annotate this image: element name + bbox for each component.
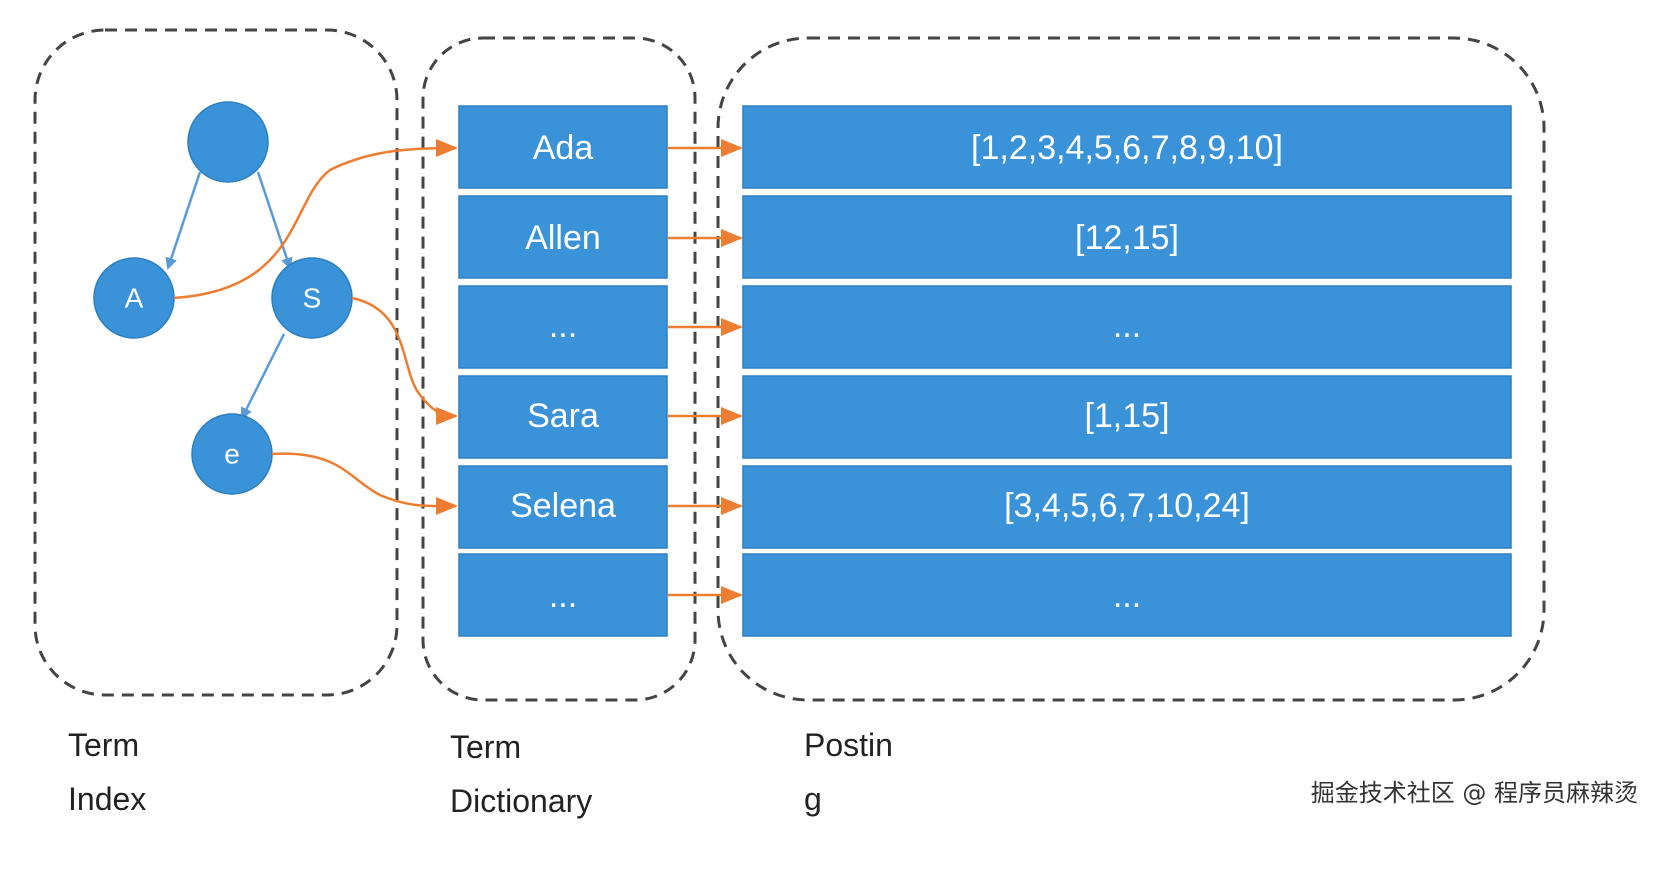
tree-edge-root-a xyxy=(165,171,202,270)
dictionary-entry: Allen xyxy=(458,195,668,279)
dictionary-entry: ... xyxy=(458,285,668,369)
dictionary-term: Allen xyxy=(525,219,601,257)
dictionary-term: Selena xyxy=(510,487,616,525)
posting-list: [1,2,3,4,5,6,7,8,9,10] xyxy=(971,129,1283,167)
tree-node-s: S xyxy=(271,257,353,339)
term-index-caption-line2: Index xyxy=(68,781,147,817)
posting-list: [1,15] xyxy=(1084,397,1169,435)
tree-edge-s-e xyxy=(240,333,286,420)
dictionary-term: ... xyxy=(549,307,577,345)
term-index-caption: Term Index xyxy=(68,718,146,826)
pointer-s-to-sara xyxy=(351,296,458,425)
term-index-region xyxy=(33,28,399,697)
posting-entry: ... xyxy=(742,553,1512,637)
term-index-caption-line1: Term xyxy=(68,727,140,763)
posting-entry: [12,15] xyxy=(742,195,1512,279)
posting-region xyxy=(716,36,1546,702)
term-dictionary-caption-line2: Dictionary xyxy=(450,783,593,819)
posting-list: ... xyxy=(1113,307,1141,345)
posting-list: ... xyxy=(1113,577,1141,615)
term-dictionary-caption-line1: Term xyxy=(450,729,522,765)
pointer-e-to-selena xyxy=(271,452,458,516)
dictionary-term: ... xyxy=(549,577,577,615)
tree-node-a: A xyxy=(93,257,175,339)
posting-caption: Postin g xyxy=(804,718,893,826)
tree-node-root xyxy=(187,101,269,183)
tree-node-a-label: A xyxy=(125,283,144,314)
tree-node-e: e xyxy=(191,413,273,495)
posting-entry: [3,4,5,6,7,10,24] xyxy=(742,465,1512,549)
posting-list: [12,15] xyxy=(1075,219,1179,257)
dictionary-entry: Sara xyxy=(458,375,668,459)
posting-entry: [1,2,3,4,5,6,7,8,9,10] xyxy=(742,105,1512,189)
posting-caption-line1: Postin xyxy=(804,727,893,763)
posting-entry: [1,15] xyxy=(742,375,1512,459)
dictionary-entry: Ada xyxy=(458,105,668,189)
term-dictionary-caption: Term Dictionary xyxy=(450,720,592,828)
tree-node-s-label: S xyxy=(303,283,322,314)
posting-entry: ... xyxy=(742,285,1512,369)
dictionary-term: Ada xyxy=(533,129,594,167)
dictionary-term: Sara xyxy=(527,397,599,435)
tree-edge-root-s xyxy=(256,171,293,270)
posting-caption-line2: g xyxy=(804,781,822,817)
posting-list: [3,4,5,6,7,10,24] xyxy=(1004,487,1250,525)
watermark: 掘金技术社区 @ 程序员麻辣烫 xyxy=(1310,779,1638,807)
pointer-a-to-ada xyxy=(173,139,458,300)
dictionary-entry: ... xyxy=(458,553,668,637)
tree-node-e-label: e xyxy=(224,439,240,470)
dictionary-entry: Selena xyxy=(458,465,668,549)
